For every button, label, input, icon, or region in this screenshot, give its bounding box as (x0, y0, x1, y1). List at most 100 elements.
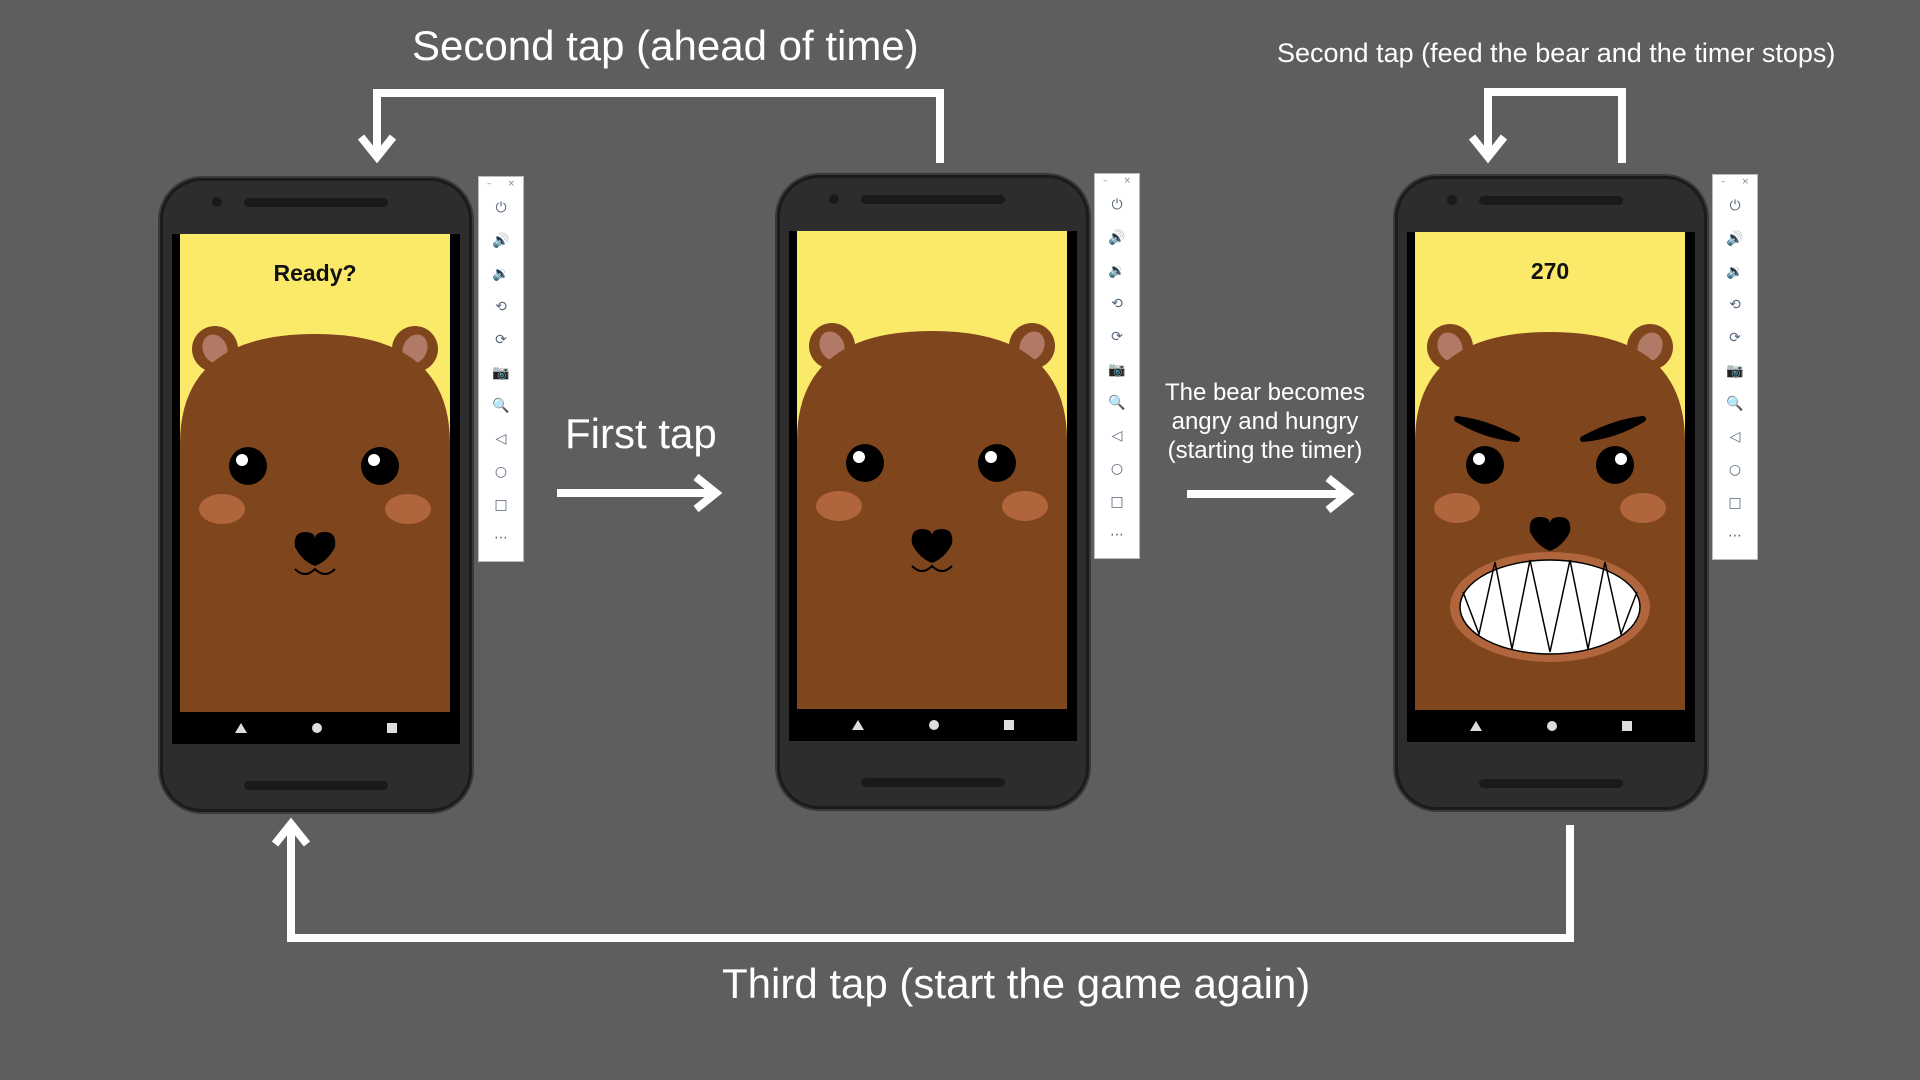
top-speaker (1479, 196, 1623, 205)
arrow-second-tap-ahead (373, 89, 944, 163)
close-button[interactable]: × (1741, 177, 1749, 187)
label-third-tap: Third tap (start the game again) (722, 960, 1311, 1007)
nav-back-icon[interactable] (234, 723, 247, 733)
bear-mouth (911, 564, 953, 572)
arrowhead-second-tap-feed (1468, 134, 1508, 164)
nav-home-icon[interactable] (928, 720, 939, 730)
zoom-icon[interactable]: 🔍 (492, 397, 510, 414)
bear-eye-right (361, 447, 399, 485)
arrowhead-bear-angry (1325, 474, 1355, 514)
nav-home-icon[interactable] (1546, 721, 1557, 731)
minimize-button[interactable]: – (1102, 176, 1108, 186)
bear-body (797, 331, 1067, 709)
emulator-toolbar: – × ⏻ 🔊 🔉 ⟲ ⟳ 📷 🔍 ◁ ○ □ ⋯ (1094, 173, 1140, 559)
volume-down-icon[interactable]: 🔉 (1726, 263, 1744, 280)
rotate-left-icon[interactable]: ⟲ (1729, 296, 1741, 313)
home-icon[interactable]: ○ (1728, 461, 1742, 478)
phone-waiting (777, 175, 1089, 809)
label-bear-angry-line2: angry and hungry (1171, 408, 1359, 435)
nav-recent-icon[interactable] (387, 723, 398, 733)
label-bear-angry-line1: The bear becomes (1164, 379, 1366, 406)
camera-icon[interactable]: 📷 (1108, 361, 1126, 378)
zoom-icon[interactable]: 🔍 (1726, 395, 1744, 412)
close-button[interactable]: × (1123, 176, 1131, 186)
bottom-speaker (244, 781, 388, 790)
nav-back-icon[interactable] (851, 720, 864, 730)
bear-cheek-left (816, 491, 862, 521)
zoom-icon[interactable]: 🔍 (1108, 394, 1126, 411)
game-display[interactable]: Ready? (180, 234, 450, 712)
phone-angry: 270 (1395, 176, 1707, 810)
volume-up-icon[interactable]: 🔊 (492, 232, 510, 249)
bear-eyebrow-left (1454, 416, 1520, 442)
minimize-button[interactable]: – (486, 179, 492, 189)
camera-icon[interactable]: 📷 (1726, 362, 1744, 379)
nav-recent-icon[interactable] (1622, 721, 1633, 731)
bear-eye-left (846, 444, 884, 482)
bottom-speaker (861, 778, 1005, 787)
timer-text: 270 (1530, 258, 1570, 284)
bear-teeth-top (1462, 559, 1638, 653)
phone-screen[interactable]: 270 (1407, 232, 1695, 742)
rotate-right-icon[interactable]: ⟳ (1729, 329, 1741, 346)
bear-eye-left-shine (1473, 453, 1485, 465)
emulator-toolbar: – × ⏻ 🔊 🔉 ⟲ ⟳ 📷 🔍 ◁ ○ □ ⋯ (1712, 174, 1758, 560)
phone-screen[interactable] (789, 231, 1077, 741)
nav-bar (1407, 710, 1695, 742)
emulator-toolbar: – × ⏻ 🔊 🔉 ⟲ ⟳ 📷 🔍 ◁ ○ □ ⋯ (478, 176, 524, 562)
volume-down-icon[interactable]: 🔉 (492, 265, 510, 282)
bear-eye-right (1596, 446, 1634, 484)
bear-cheek-right (385, 494, 431, 524)
rotate-right-icon[interactable]: ⟳ (1111, 328, 1123, 345)
bear-mouth-open (1459, 559, 1641, 655)
top-speaker (244, 198, 388, 207)
back-icon[interactable]: ◁ (1729, 428, 1741, 445)
nav-bar (789, 709, 1077, 741)
power-icon[interactable]: ⏻ (495, 199, 507, 216)
volume-down-icon[interactable]: 🔉 (1108, 262, 1126, 279)
overview-icon[interactable]: □ (1110, 493, 1124, 510)
bear-eye-left (229, 447, 267, 485)
label-second-tap-ahead: Second tap (ahead of time) (412, 22, 919, 69)
home-icon[interactable]: ○ (494, 463, 508, 480)
status-text: Ready? (273, 260, 357, 286)
calm-bear (180, 326, 450, 712)
nav-home-icon[interactable] (311, 723, 322, 733)
back-icon[interactable]: ◁ (1111, 427, 1123, 444)
close-button[interactable]: × (507, 179, 515, 189)
nav-recent-icon[interactable] (1004, 720, 1015, 730)
rotate-left-icon[interactable]: ⟲ (1111, 295, 1123, 312)
camera-icon[interactable]: 📷 (492, 364, 510, 381)
more-icon[interactable]: ⋯ (1110, 526, 1124, 543)
more-icon[interactable]: ⋯ (1728, 527, 1742, 544)
window-controls: – × (1095, 174, 1139, 188)
volume-up-icon[interactable]: 🔊 (1726, 230, 1744, 247)
angry-bear (1415, 324, 1685, 710)
rotate-right-icon[interactable]: ⟳ (495, 331, 507, 348)
game-display[interactable] (797, 231, 1067, 709)
bear-cheek-right (1620, 493, 1666, 523)
minimize-button[interactable]: – (1720, 177, 1726, 187)
back-icon[interactable]: ◁ (495, 430, 507, 447)
nav-back-icon[interactable] (1469, 721, 1482, 731)
home-icon[interactable]: ○ (1110, 460, 1124, 477)
bear-nose (911, 529, 953, 563)
front-camera (829, 194, 839, 204)
overview-icon[interactable]: □ (494, 496, 508, 513)
bear-eyebrow-right (1580, 416, 1646, 442)
front-camera (1447, 195, 1457, 205)
arrow-third-tap (287, 825, 1574, 942)
more-icon[interactable]: ⋯ (494, 529, 508, 546)
phone-screen[interactable]: Ready? (172, 234, 460, 744)
bear-eye-right-shine (985, 451, 997, 463)
bear-eye-right-shine (368, 454, 380, 466)
bear-mouth (294, 567, 336, 575)
rotate-left-icon[interactable]: ⟲ (495, 298, 507, 315)
overview-icon[interactable]: □ (1728, 494, 1742, 511)
power-icon[interactable]: ⏻ (1729, 197, 1741, 214)
label-bear-angry-line3: (starting the timer) (1167, 437, 1363, 464)
volume-up-icon[interactable]: 🔊 (1108, 229, 1126, 246)
power-icon[interactable]: ⏻ (1111, 196, 1123, 213)
game-display[interactable]: 270 (1415, 232, 1685, 710)
